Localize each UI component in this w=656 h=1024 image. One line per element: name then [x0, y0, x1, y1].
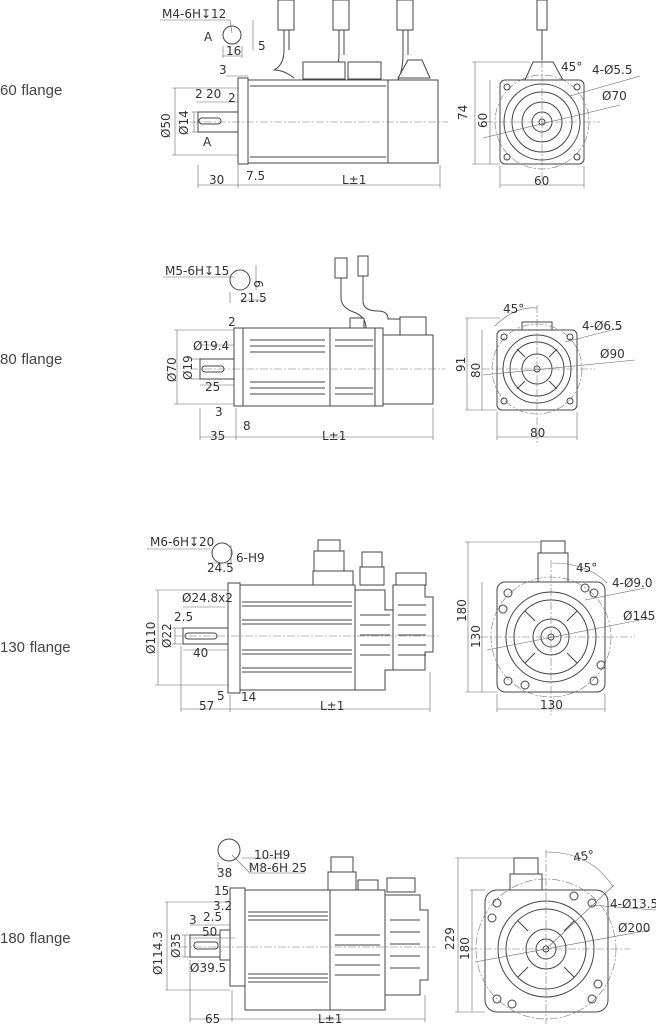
dim-3: 3 — [215, 405, 223, 419]
dim-8: 8 — [243, 419, 251, 433]
key-depth-dim: 5 — [258, 39, 266, 53]
mounting-holes: 4-Ø6.5 — [582, 319, 623, 333]
key-width-dim: 16 — [226, 44, 241, 58]
shaft-length: 57 — [199, 699, 214, 713]
pitch-circle-diameter: Ø70 — [602, 89, 627, 103]
shaft-diameter: Ø22 — [160, 623, 174, 648]
dim-3-2: 3.2 — [213, 899, 232, 913]
angle: 45° — [576, 561, 597, 575]
thread-spec: M5-6H↧15 — [165, 264, 229, 278]
section-mark-a2: A — [203, 135, 212, 149]
total-height: 229 — [443, 927, 457, 950]
flange-label-180: 180 flange — [0, 928, 71, 947]
body-length: L±1 — [322, 429, 346, 443]
section-80-flange: 80 flange M5-6H↧15 6 21.5 2 Ø19.4 Ø70 Ø1… — [0, 255, 636, 445]
square-height: 80 — [469, 363, 483, 378]
dim-7-5: 7.5 — [246, 169, 265, 183]
step-diameter: Ø24.8x2 — [182, 591, 233, 605]
body-length: L±1 — [320, 699, 344, 713]
key-length: 50 — [202, 925, 217, 939]
key-depth-dim: 24.5 — [207, 561, 234, 575]
dim-3: 3 — [189, 913, 197, 927]
body-length: L±1 — [318, 1012, 342, 1024]
key-width-dim: 10-H9 — [254, 848, 290, 862]
pitch-circle-diameter: Ø145 — [623, 609, 655, 623]
pilot-diameter: Ø114.3 — [151, 931, 165, 975]
end-view: 229 180 45° 4-Ø13.5 Ø200 — [443, 847, 656, 1024]
pilot-diameter: Ø70 — [165, 357, 179, 382]
mounting-holes: 4-Ø9.0 — [612, 576, 653, 590]
flange-label-80: 80 flange — [0, 349, 62, 368]
side-view: 10-H9 38 M8-6H 25 15 3.2 3 2.5 50 Ø114.3… — [151, 838, 435, 1024]
thread-spec: M4-6H↧12 — [162, 7, 226, 21]
total-height: 180 — [455, 599, 469, 622]
step-diameter: Ø39.5 — [190, 961, 226, 975]
shaft-length: 65 — [205, 1012, 220, 1024]
flange — [237, 77, 249, 165]
pitch-circle-diameter: Ø90 — [600, 347, 625, 361]
shaft-length: 35 — [210, 429, 225, 443]
angle: 45° — [503, 302, 524, 316]
shaft-diameter: Ø35 — [169, 933, 183, 958]
square-width: 60 — [534, 174, 549, 188]
dim-2: 2 — [195, 87, 203, 101]
body-length: L±1 — [342, 173, 366, 187]
mounting-holes: 4-Ø5.5 — [592, 63, 633, 77]
motor-body — [247, 79, 439, 164]
dim-20: 20 — [206, 87, 221, 101]
flange-label-60: 60 flange — [0, 80, 62, 99]
end-view: 91 80 80 45° 4-Ø6.5 Ø90 — [454, 302, 636, 445]
side-view: M6-6H↧20 6-H9 24.5 Ø24.8x2 2.5 Ø110 Ø22 … — [144, 535, 440, 713]
shaft — [189, 934, 221, 958]
dim-15: 15 — [214, 884, 229, 898]
shaft-length: 30 — [209, 173, 224, 187]
end-view: 180 130 130 45° 4-Ø9.0 Ø145 — [455, 540, 655, 715]
flange — [233, 327, 244, 407]
motor-body — [239, 584, 356, 691]
dim-2b: 2 — [228, 91, 236, 105]
mounting-holes: 4-Ø13.5 — [610, 897, 656, 911]
key-width-dim: 21.5 — [240, 291, 267, 305]
square-width: 80 — [530, 426, 545, 440]
section-60-flange: 60 flange M4-6H↧12 A 16 5 3 2 20 2 Ø50 Ø… — [0, 0, 641, 188]
dim-14: 14 — [241, 690, 256, 704]
shaft-diameter: Ø19 — [181, 355, 195, 380]
side-view: M5-6H↧15 6 21.5 2 Ø19.4 Ø70 Ø19 25 3 8 3… — [163, 255, 445, 443]
square-height: 60 — [476, 113, 490, 128]
square-height: 130 — [469, 625, 483, 648]
total-height: 91 — [454, 357, 468, 372]
dim-2-5: 2.5 — [203, 910, 222, 924]
dim-2: 2 — [228, 315, 236, 329]
pilot-diameter: Ø50 — [159, 113, 173, 138]
section-130-flange: 130 flange M6-6H↧20 6-H9 24.5 Ø24.8x2 2.… — [0, 535, 655, 715]
key-depth-dim: 38 — [217, 866, 232, 880]
shaft-diameter: Ø14 — [177, 110, 191, 135]
side-view: M4-6H↧12 A 16 5 3 2 20 2 Ø50 Ø14 A 30 7.… — [159, 0, 448, 188]
square-width: 130 — [540, 698, 563, 712]
square-height: 180 — [458, 937, 472, 960]
pitch-circle-diameter: Ø200 — [618, 921, 650, 935]
end-view: 74 60 60 45° 4-Ø5.5 Ø70 — [456, 0, 641, 188]
dim-5: 5 — [217, 689, 225, 703]
thread-spec: M8-6H 25 — [249, 861, 307, 875]
total-height: 74 — [456, 105, 470, 120]
step-diameter: Ø19.4 — [193, 339, 229, 353]
flange — [229, 887, 246, 987]
key-length: 40 — [193, 646, 208, 660]
pilot-diameter: Ø110 — [144, 622, 158, 654]
motor-body — [242, 327, 384, 407]
dim-3: 3 — [219, 63, 227, 77]
key-depth-dim: 6 — [251, 280, 265, 288]
section-mark-a: A — [204, 30, 213, 44]
flange-label-130: 130 flange — [0, 637, 71, 656]
angle: 45° — [561, 60, 582, 74]
section-180-flange: 180 flange 10-H9 38 M8-6H 25 15 3.2 3 2.… — [0, 838, 656, 1024]
thread-spec: M6-6H↧20 — [150, 535, 214, 549]
key-length: 25 — [205, 380, 220, 394]
angle: 45° — [572, 847, 595, 864]
motor-body — [244, 889, 331, 1011]
dim-2-5: 2.5 — [174, 610, 193, 624]
shaft-section-detail — [222, 25, 242, 45]
key-width-dim: 6-H9 — [236, 551, 265, 565]
